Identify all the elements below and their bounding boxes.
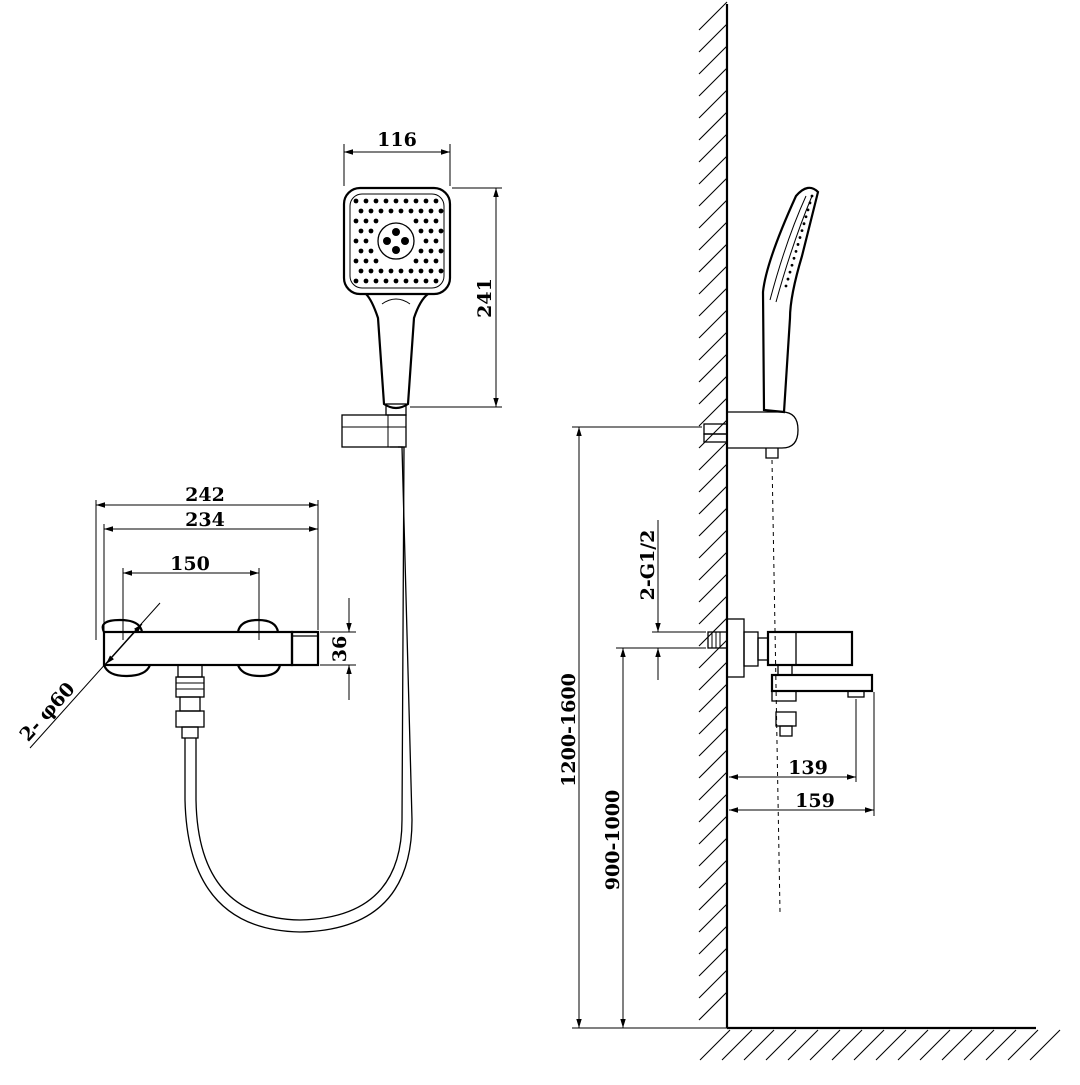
dim-234-label: 234 [185,509,225,531]
hand-shower-front [341,186,452,448]
dim-242-label: 242 [185,484,225,506]
dim-139-label: 139 [788,757,828,779]
dim-159-label: 159 [795,790,835,812]
hand-shower-side [761,186,820,414]
dim-241-label: 241 [474,278,496,318]
dim-1200-1600-label: 1200-1600 [558,673,580,787]
dim-mixer-front: 242 234 150 36 2- φ60 [15,484,356,749]
shower-hose [184,446,413,933]
wall [698,1,1061,1061]
dim-36-label: 36 [329,636,351,662]
dim-900-1000-label: 900-1000 [602,790,624,890]
dim-phi60-label: 2- φ60 [15,678,79,746]
shower-handle [365,293,429,410]
showerhead-nozzles [353,198,444,284]
mixer-side [707,618,874,737]
dim-150-label: 150 [170,553,210,575]
center-nozzle-ring [377,222,415,260]
dim-side: 1200-1600 900-1000 2-G1/2 139 159 [558,426,875,1029]
shower-holder [341,414,407,448]
dim-showerhead: 116 241 [343,129,502,408]
mixer-body [102,630,294,667]
dim-116-label: 116 [377,129,417,151]
mixer-front [101,618,320,739]
mixer-handle [290,630,320,667]
showerhead-face [342,186,452,296]
dim-g12-label: 2-G1/2 [637,530,659,601]
holder-side [703,411,799,913]
